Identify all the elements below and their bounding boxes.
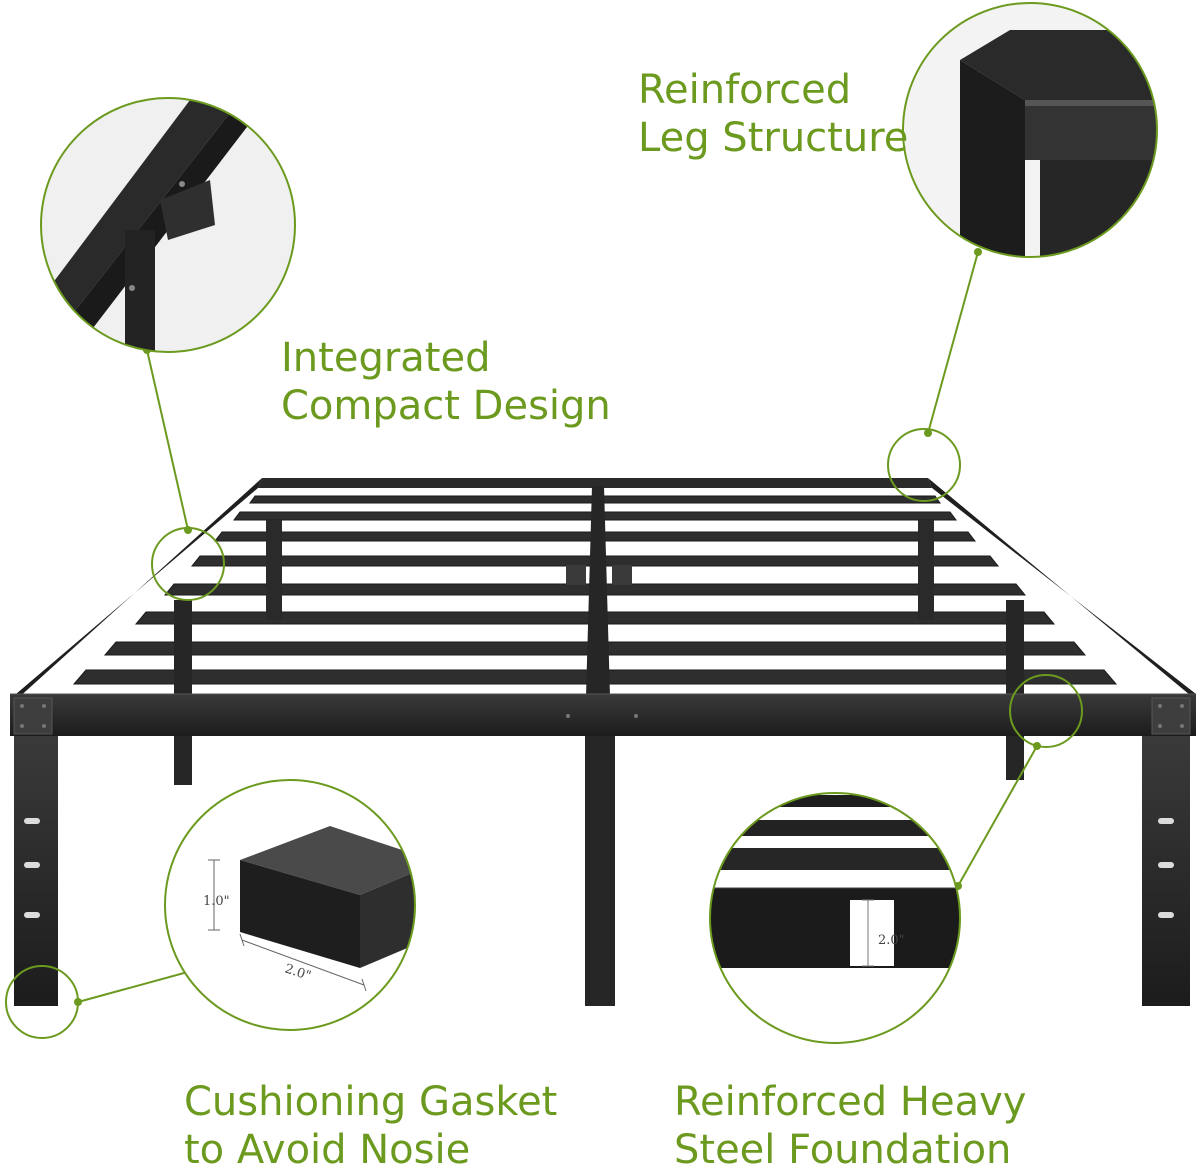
feature-label-line: Leg Structure: [638, 115, 909, 161]
feature-label-compact-design: Integrated Compact Design: [281, 334, 611, 430]
feature-label-leg-structure: Reinforced Leg Structure: [638, 66, 908, 162]
feature-label-foundation: Reinforced Heavy Steel Foundation: [674, 1078, 1026, 1174]
feature-label-line: Integrated: [281, 335, 491, 381]
detail-leg-structure: [902, 2, 1158, 258]
feature-label-line: Reinforced: [638, 67, 852, 113]
feature-label-line: Compact Design: [281, 383, 611, 429]
feature-label-gasket: Cushioning Gasket to Avoid Nosie: [184, 1078, 557, 1174]
foundation-height-label: 2.0": [878, 933, 905, 948]
feature-label-line: Reinforced Heavy: [674, 1079, 1027, 1125]
gasket-height-label: 1.0": [203, 894, 230, 909]
feature-label-line: Cushioning Gasket: [184, 1079, 558, 1125]
bed-frame: [10, 478, 1196, 1006]
detail-compact-design: [40, 97, 296, 353]
feature-label-line: to Avoid Nosie: [184, 1127, 471, 1173]
feature-label-line: Steel Foundation: [674, 1127, 1012, 1173]
detail-foundation: 2.0": [709, 792, 961, 1044]
detail-gasket: 1.0" 2.0": [164, 779, 416, 1031]
